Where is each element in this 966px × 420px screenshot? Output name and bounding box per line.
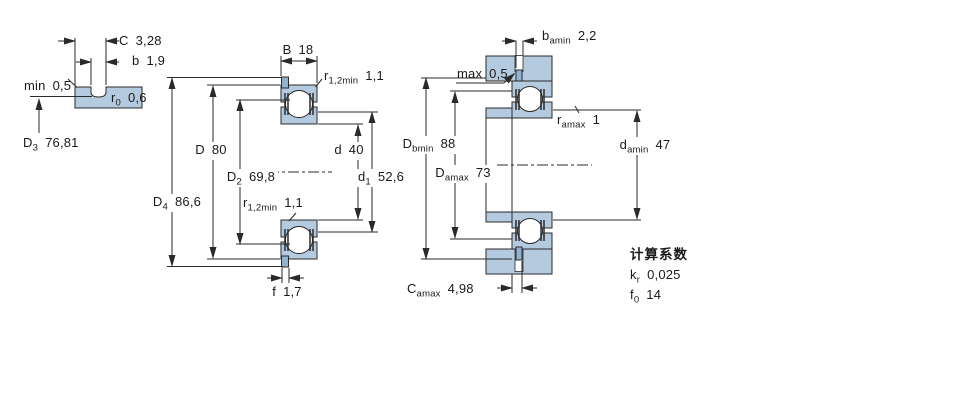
shield-lines-top <box>515 89 545 110</box>
calculation-factors-heading: 计算系数 <box>630 247 688 262</box>
snap-ring-bottom <box>281 255 289 268</box>
shield-lines-bottom <box>515 220 545 241</box>
shield-lines-top <box>284 93 314 115</box>
snap-ring-groove-detail <box>30 37 143 133</box>
shaft-shoulder-top <box>485 107 513 119</box>
shield-lines-bottom <box>284 229 314 251</box>
shaft-shoulder-bottom <box>485 211 513 223</box>
bearing-cross-section <box>167 56 378 283</box>
snap-ring-top <box>281 76 289 89</box>
snap-ring-bottom <box>515 246 523 261</box>
mounted-bearing-drawing <box>421 37 641 293</box>
